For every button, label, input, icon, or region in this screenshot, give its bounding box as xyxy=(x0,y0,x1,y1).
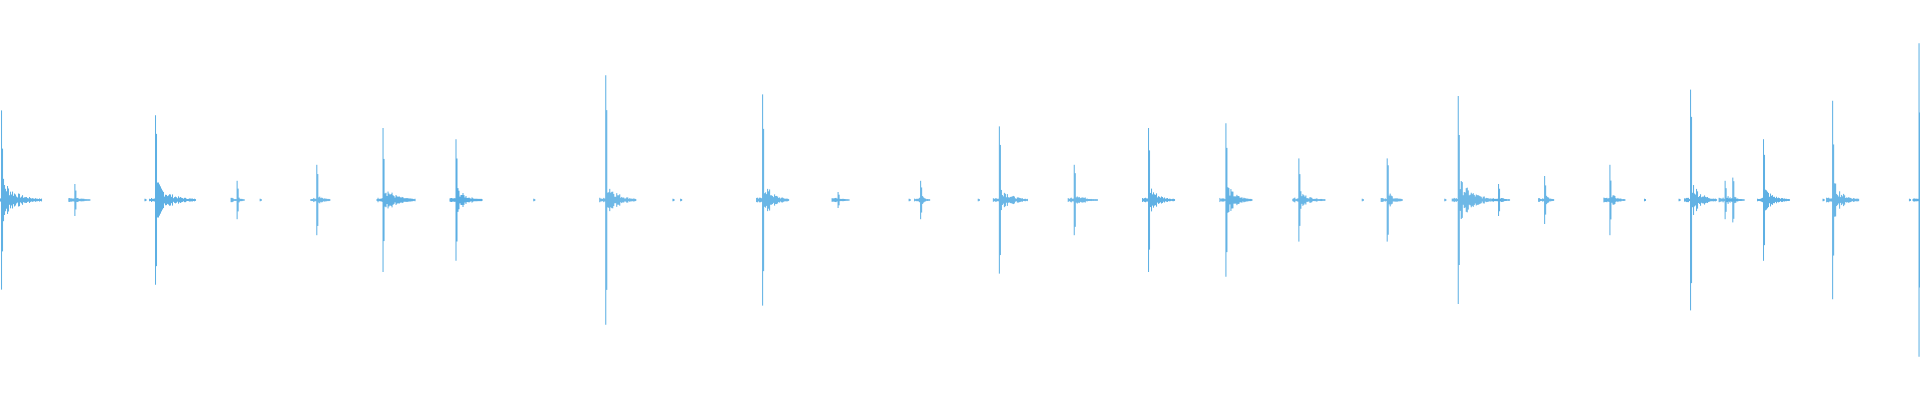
waveform-peaks xyxy=(0,43,1920,357)
